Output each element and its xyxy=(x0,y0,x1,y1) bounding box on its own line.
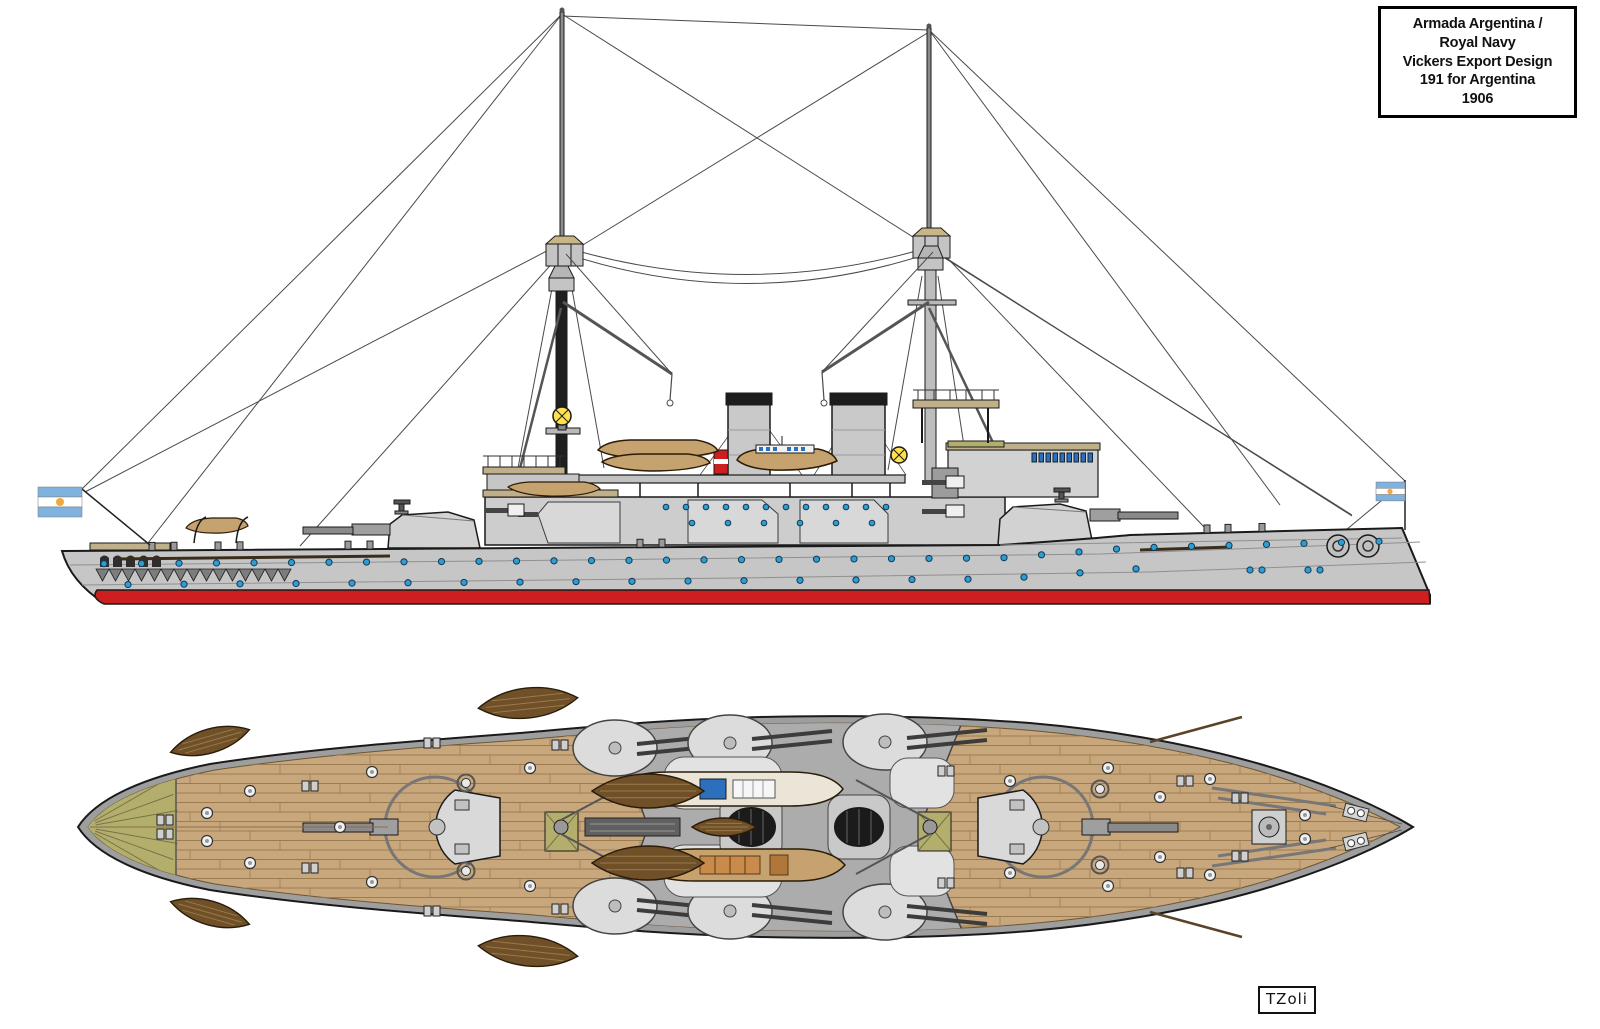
stacked-boats xyxy=(590,773,758,881)
anchor-gear xyxy=(1149,715,1403,939)
argentina-ensign-icon xyxy=(37,486,83,518)
fore-bridge xyxy=(890,389,1101,518)
machine-gun xyxy=(393,499,411,515)
portholes xyxy=(100,503,1383,589)
rigging xyxy=(81,13,1406,547)
argentina-jack-icon xyxy=(1375,481,1406,502)
gun-barrel xyxy=(1117,511,1179,520)
stowed-booms xyxy=(584,817,681,837)
bow-flag xyxy=(1375,480,1406,530)
deck-fittings xyxy=(148,522,1266,551)
artist-signature: TZoli xyxy=(1258,986,1316,1014)
boat-deck xyxy=(552,474,906,484)
net-shelf xyxy=(95,568,292,582)
casemate-gun-barrel xyxy=(518,512,538,517)
bridge-windows xyxy=(1031,452,1093,463)
mainmast-plan xyxy=(553,819,569,835)
ship-boats-side xyxy=(185,436,838,544)
plan-boats xyxy=(169,686,846,968)
stern-davit-boat xyxy=(185,516,249,544)
fore-main-turret xyxy=(997,487,1179,546)
title-line-2: Royal Navy xyxy=(1439,34,1516,51)
gun-barrel xyxy=(1107,822,1179,833)
deck-hatches xyxy=(200,761,1312,893)
davit-boat xyxy=(506,481,601,497)
title-line-1: Armada Argentina / xyxy=(1412,15,1543,32)
fore-funnel xyxy=(829,392,888,479)
title-line-5: 1906 xyxy=(1461,91,1494,108)
stern-flag xyxy=(37,486,151,546)
steam-launch xyxy=(736,436,838,471)
foremast-plan xyxy=(922,819,938,835)
stowed-spar xyxy=(1149,910,1243,939)
waterline-stripe xyxy=(94,589,1431,605)
nav-platform xyxy=(912,399,1000,409)
hull-side xyxy=(60,522,1431,604)
plan-bollards xyxy=(156,737,1249,917)
stowed-spar xyxy=(1149,715,1243,744)
title-line-4: 191 for Argentina xyxy=(1419,72,1536,89)
aft-main-turret xyxy=(302,499,481,549)
title-line-3: Vickers Export Design xyxy=(1402,53,1553,70)
gun-barrel xyxy=(302,526,354,535)
searchlight-icon xyxy=(552,406,572,431)
searchlight-icon xyxy=(890,446,908,464)
deck-plan-view xyxy=(76,686,1415,968)
mainmast xyxy=(514,7,674,485)
davit-boats xyxy=(169,686,579,968)
boat-derrick xyxy=(821,300,930,374)
boat-derrick xyxy=(562,300,673,376)
side-profile-view xyxy=(37,7,1431,605)
fore-turret-plan xyxy=(977,775,1179,879)
torpedo-net-boom xyxy=(119,554,391,561)
casemate-gun-barrel xyxy=(485,508,509,513)
stern-gallery-deck xyxy=(89,542,171,551)
machine-gun xyxy=(1053,487,1071,503)
title-box: Armada Argentina / Royal Navy Vickers Ex… xyxy=(1378,6,1577,118)
